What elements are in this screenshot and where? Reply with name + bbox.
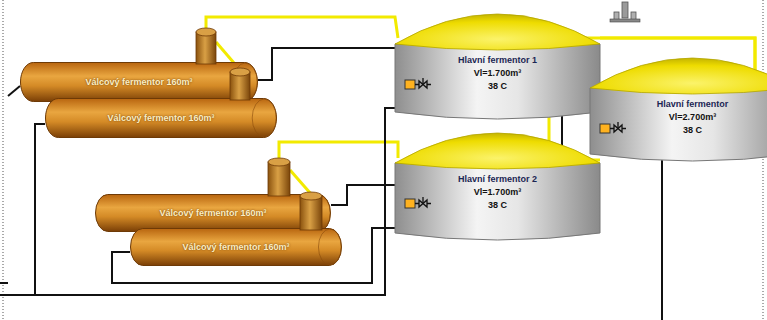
tank-body xyxy=(395,163,600,240)
volume-label: Vl=1.700m³ xyxy=(395,67,600,80)
temperature-label: 38 C xyxy=(395,199,600,212)
fermentor-name: Válcový fermentor 160m³ xyxy=(182,242,289,252)
cylinder-body xyxy=(46,99,277,138)
gas-pipe xyxy=(206,17,398,38)
feed-pipe xyxy=(0,294,35,296)
fermentor-name: Hlavní fermentor xyxy=(590,98,767,111)
cylinder-body xyxy=(96,195,331,232)
main-fermentor-tank: Hlavní fermentor 1Vl=1.700m³38 C xyxy=(395,14,600,120)
fermentor-name: Válcový fermentor 160m³ xyxy=(159,208,266,218)
main-fermentor-tank: Hlavní fermentor 2Vl=1.700m³38 C xyxy=(395,133,600,241)
tank-body xyxy=(395,44,600,119)
cylinder-fermentor: Válcový fermentor 160m³ xyxy=(20,62,258,102)
cylinder-fermentor: Válcový fermentor 160m³ xyxy=(130,228,342,266)
cylinder-dome xyxy=(196,28,216,64)
fermentor-name: Válcový fermentor 160m³ xyxy=(107,113,214,123)
gas-pipe xyxy=(290,170,311,194)
outlet-pipe xyxy=(661,160,663,320)
text-group: Hlavní fermentor 1Vl=1.700m³38 C xyxy=(395,14,600,93)
volume-label: Vl=2.700m³ xyxy=(590,111,767,124)
gas-pipe xyxy=(279,142,398,160)
substrate-pipe xyxy=(258,48,395,80)
substrate-pipe xyxy=(331,185,395,205)
heater-symbol xyxy=(405,78,431,89)
gas-dome xyxy=(395,133,600,169)
volume-label: Vl=1.700m³ xyxy=(395,186,600,199)
text-group: Válcový fermentor 160m³ xyxy=(95,194,331,232)
tank-shape xyxy=(395,14,600,120)
frame-border xyxy=(3,0,4,320)
cylinder-fermentor: Válcový fermentor 160m³ xyxy=(95,194,331,232)
heater-symbol xyxy=(405,197,431,208)
text-group: Válcový fermentor 160m³ xyxy=(45,98,277,138)
fermentor-name: Válcový fermentor 160m³ xyxy=(85,77,192,87)
temperature-label: 38 C xyxy=(395,80,600,93)
frame-border xyxy=(763,0,764,320)
cylinder-body xyxy=(131,229,342,266)
cylinder-dome xyxy=(300,192,322,230)
cylinder-body xyxy=(21,63,258,102)
gas-flare-symbol xyxy=(610,2,640,22)
cylinder-dome xyxy=(268,158,290,196)
text-group: Hlavní fermentorVl=2.700m³38 C xyxy=(590,58,767,137)
temperature-label: 38 C xyxy=(590,124,767,137)
fermentor-name: Hlavní fermentor 1 xyxy=(395,54,600,67)
cylinder-dome xyxy=(230,68,250,100)
text-group: Hlavní fermentor 2Vl=1.700m³38 C xyxy=(395,133,600,212)
cylinder-end xyxy=(318,229,341,265)
heater-symbol xyxy=(600,122,626,133)
fermentor-name: Hlavní fermentor 2 xyxy=(395,173,600,186)
text-group: Válcový fermentor 160m³ xyxy=(20,62,258,102)
main-fermentor-tank: Hlavní fermentorVl=2.700m³38 C xyxy=(590,58,767,162)
tank-shape xyxy=(590,58,767,162)
tank-body xyxy=(590,88,767,161)
gas-dome xyxy=(395,14,600,50)
cylinder-fermentor: Válcový fermentor 160m³ xyxy=(45,98,277,138)
text-group: Válcový fermentor 160m³ xyxy=(130,228,342,266)
cylinder-end xyxy=(252,99,276,137)
substrate-pipe xyxy=(112,228,395,283)
gas-dome xyxy=(590,58,767,94)
pipe xyxy=(8,86,20,96)
feed-pipe xyxy=(0,282,8,284)
